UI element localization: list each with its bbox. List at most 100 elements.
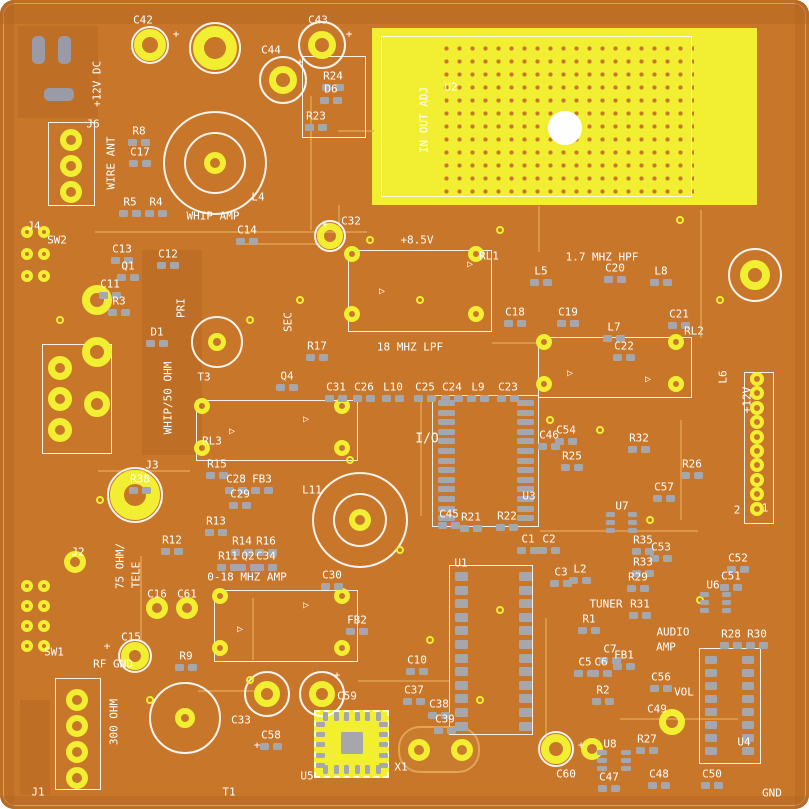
silk-label-c3: C3 xyxy=(554,565,568,579)
smd-pad xyxy=(681,472,690,479)
u4-pads-left xyxy=(705,682,717,690)
tht-pad xyxy=(60,181,82,203)
copper-pour-region xyxy=(0,796,809,809)
u5-pads-left xyxy=(316,762,325,768)
tht-pad xyxy=(676,216,684,224)
smd-pad xyxy=(627,585,636,592)
u1-pads-left xyxy=(455,667,468,677)
u5-pads-bottom xyxy=(323,765,328,774)
u7-pads xyxy=(628,528,637,533)
u4-pads-right xyxy=(742,669,754,677)
silk-label-tele: TELE xyxy=(129,561,143,589)
smd-pad xyxy=(591,627,600,634)
smd-pad xyxy=(640,585,649,592)
u5-pads-right xyxy=(379,742,388,748)
rl2-pads xyxy=(668,334,684,350)
sw2-pads xyxy=(38,248,50,260)
tht-pad xyxy=(349,509,371,531)
smd-pad xyxy=(218,529,227,536)
tht-pad xyxy=(175,708,195,728)
header-right-pads xyxy=(750,429,764,444)
smd-pad xyxy=(428,712,437,719)
u3-pads-right xyxy=(517,419,534,426)
u5-pads-top xyxy=(354,712,360,721)
smd-pad xyxy=(236,238,245,245)
smd-pad xyxy=(733,642,742,649)
silk-circle xyxy=(298,21,346,69)
slot-pad xyxy=(32,36,45,64)
u5-pads-left xyxy=(316,752,325,758)
tht-pad xyxy=(66,741,88,763)
smd-pad xyxy=(441,395,450,402)
u1-pads-left xyxy=(455,612,468,622)
silk-label-c56: C56 xyxy=(651,670,671,684)
u1-pads-right xyxy=(519,585,532,595)
smd-pad xyxy=(447,727,456,734)
silk-label-r28: R28 xyxy=(721,627,741,641)
silk-label--12v-dc: +12V DC xyxy=(90,60,104,108)
smd-pad xyxy=(550,580,559,587)
silk-label-l9: L9 xyxy=(471,380,485,394)
smd-pad xyxy=(632,548,641,555)
u1-pads-left xyxy=(455,653,468,663)
smd-pad xyxy=(321,583,330,590)
u8-pads xyxy=(621,750,631,755)
u3-pads-right xyxy=(517,515,534,522)
u4-pads-right xyxy=(742,695,754,703)
smd-pad xyxy=(626,354,635,361)
sw1-pads xyxy=(38,580,50,592)
diode-symbol: ▷ xyxy=(236,624,244,635)
smd-pad xyxy=(108,309,117,316)
silk-label-wire-ant: WIRE ANT xyxy=(104,136,118,190)
silk-label-c53: C53 xyxy=(651,540,671,554)
silk-label-u3: U3 xyxy=(522,489,536,503)
u4-pads-left xyxy=(705,695,717,703)
smd-pad xyxy=(641,446,650,453)
copper-trace xyxy=(545,618,547,738)
tht-pad xyxy=(546,416,554,424)
silk-label-c37: C37 xyxy=(404,683,424,697)
smd-pad xyxy=(629,612,638,619)
u6-pads xyxy=(722,592,731,597)
silk-label--8-5v: +8.5V xyxy=(400,233,434,247)
rl1-pads xyxy=(344,246,360,262)
smd-pad xyxy=(255,549,264,556)
u5-pads-left xyxy=(316,722,325,727)
u6-pads xyxy=(700,600,709,605)
smd-pad xyxy=(628,446,637,453)
smd-pad xyxy=(230,564,239,571)
smd-pad xyxy=(720,584,729,591)
silk-circle xyxy=(149,682,221,754)
silk-label-1-7-mhz-hpf: 1.7 MHZ HPF xyxy=(565,250,639,264)
antenna-inner-border xyxy=(381,36,692,197)
u5-center-pad xyxy=(341,732,363,754)
u3-pads-left xyxy=(438,486,455,493)
u5-pads-bottom xyxy=(354,765,360,774)
u4-pads-left xyxy=(705,747,717,755)
header-right-pads xyxy=(750,487,764,502)
smd-pad xyxy=(603,335,612,342)
silk-label-d1: D1 xyxy=(150,325,164,339)
smd-pad xyxy=(353,395,362,402)
silk-circle xyxy=(259,56,307,104)
tht-pad xyxy=(48,387,72,411)
copper-trace xyxy=(492,342,538,344)
smd-pad xyxy=(611,785,620,792)
header-right-pads xyxy=(750,472,764,487)
u4-pads-left xyxy=(705,721,717,729)
smd-pad xyxy=(570,320,579,327)
tht-pad xyxy=(66,767,88,789)
tht-pad xyxy=(246,316,254,324)
smd-pad xyxy=(142,487,151,494)
amp-relay-pads xyxy=(334,640,350,656)
silk-label-c18: C18 xyxy=(505,305,525,319)
smd-pad xyxy=(538,443,547,450)
copper-pour-region xyxy=(795,0,809,809)
polarity-mark: + xyxy=(172,27,180,41)
u3-pads-right xyxy=(517,476,534,483)
u3-pads-left xyxy=(438,467,455,474)
tht-pad xyxy=(309,681,335,707)
silk-label-r32: R32 xyxy=(629,431,649,445)
silk-label-u2: U2 xyxy=(444,80,458,94)
smd-pad xyxy=(132,210,141,217)
